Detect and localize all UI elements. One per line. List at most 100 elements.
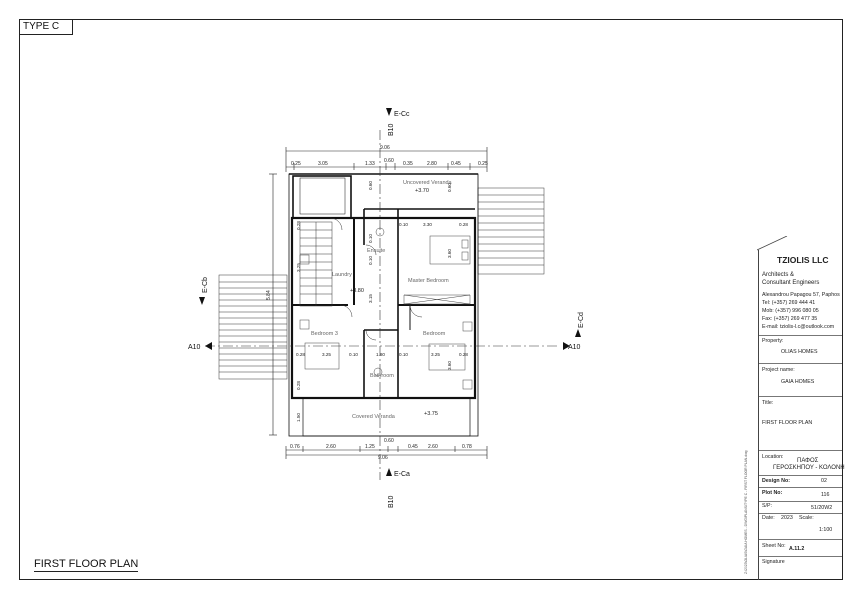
drawing-sheet-border xyxy=(19,19,843,580)
dim-bottom-mid: 0.60 xyxy=(384,438,394,444)
location-label: Location: xyxy=(762,454,784,460)
tb-separator xyxy=(759,475,842,476)
room-labels: Uncovered Veranda Ensuite Laundry Master… xyxy=(311,180,453,420)
dim-bottom-seg-4: 0.45 xyxy=(408,444,418,450)
section-label-e-cb: E-Cb xyxy=(202,277,209,293)
section-label-e-ca: E-Ca xyxy=(394,471,410,478)
section-label-e-cd: E-Cd xyxy=(578,312,585,328)
label-ensuite: Ensuite xyxy=(367,248,385,254)
tb-separator xyxy=(759,335,842,336)
label-covered-veranda: Covered Veranda xyxy=(352,414,396,420)
type-label: TYPE C xyxy=(19,19,73,35)
dim-bottom-seg-2: 2.60 xyxy=(326,444,336,450)
left-dimension-line xyxy=(269,173,277,436)
section-label-b10-top: B10 xyxy=(388,123,395,136)
dim-top-seg-5: 2.80 xyxy=(427,161,437,167)
design-no-label: Design No: xyxy=(762,478,790,484)
project-label: Project name: xyxy=(762,367,795,373)
company-tel: Tel: (+357) 269 444 41 xyxy=(762,300,816,306)
dim-top-mid: 0.60 xyxy=(384,158,394,164)
label-bathroom: Bathroom xyxy=(370,373,394,379)
section-lines xyxy=(205,130,560,480)
section-label-a10-left: A10 xyxy=(188,344,201,351)
location-value-2: ΓΕΡΟΣΚΗΠΟΥ - ΚΟΛΟΝΗ xyxy=(773,465,845,471)
property-value: OLIAS HOMES xyxy=(781,349,818,355)
company-mob: Mob: (+357) 996 080 05 xyxy=(762,308,819,314)
dim-v-2: 3.25 xyxy=(296,263,301,272)
dim-v-7: 0.10 xyxy=(368,256,373,265)
company-subtitle-1: Architects & xyxy=(762,272,795,278)
door-swings xyxy=(329,217,423,341)
dim-v-4: 1.50 xyxy=(296,413,301,422)
company-subtitle-2: Consultant Engineers xyxy=(762,280,820,286)
company-name: TZIOLIS LLC xyxy=(777,255,829,265)
title-label: Title: xyxy=(762,400,774,406)
project-value: GAIA HOMES xyxy=(781,379,815,385)
dim-int-10: 0.28 xyxy=(459,222,468,227)
section-label-b10-bottom: B10 xyxy=(388,495,395,508)
dim-int-9: 3.30 xyxy=(423,222,432,227)
tb-separator xyxy=(759,556,842,557)
dim-int-1: 0.28 xyxy=(296,352,305,357)
dim-int-3: 0.10 xyxy=(349,352,358,357)
dim-v-9: 3.60 xyxy=(447,249,452,258)
plot-no-value: 116 xyxy=(821,492,830,498)
plot-no-label: Plot No: xyxy=(762,490,783,496)
date-label: Date: xyxy=(762,515,775,521)
bottom-dimension-lines xyxy=(285,446,488,459)
scale-label: Scale: xyxy=(799,515,814,521)
dim-int-4: 1.80 xyxy=(376,352,385,357)
section-markers xyxy=(199,108,581,476)
level-mid: +3.80 xyxy=(350,288,364,294)
level-top: +3.70 xyxy=(415,188,429,194)
title-value: FIRST FLOOR PLAN xyxy=(762,420,813,426)
dim-bottom-seg-3: 1.25 xyxy=(365,444,375,450)
tb-separator xyxy=(759,539,842,540)
dim-bottom-total: 9.06 xyxy=(378,455,388,461)
tb-separator xyxy=(759,363,842,364)
dim-int-5: 0.10 xyxy=(399,352,408,357)
label-laundry: Laundry xyxy=(332,272,352,278)
section-label-a10-right: A10 xyxy=(568,344,581,351)
sp-label: S/P: xyxy=(762,503,773,509)
tb-separator xyxy=(759,396,842,397)
level-bottom: +3.75 xyxy=(424,411,438,417)
sp-value: 51/20W2 xyxy=(811,505,833,511)
company-email: E-mail: tziolis-l.c@outlook.com xyxy=(762,324,835,330)
dim-top-total: 9.06 xyxy=(380,145,390,151)
dim-bottom-seg-5: 2.60 xyxy=(428,444,438,450)
signature-label: Signature xyxy=(762,559,785,565)
dim-left-outer: 5.84 xyxy=(266,290,272,300)
dim-top-seg-7: 0.25 xyxy=(478,161,488,167)
dim-top-seg-3: 1.33 xyxy=(365,161,375,167)
dim-int-2: 3.25 xyxy=(322,352,331,357)
dim-v-8: 0.60 xyxy=(368,181,373,190)
dim-v-11: 3.60 xyxy=(447,361,452,370)
company-address: Alexandrou Papagou 57, Paphos xyxy=(762,292,840,298)
sheet-no-value: A.11.2 xyxy=(789,546,805,552)
dim-v-5: 0.10 xyxy=(368,234,373,243)
label-bedroom: Bedroom xyxy=(423,331,446,337)
dim-top-seg-6: 0.45 xyxy=(451,161,461,167)
date-value: 2023 xyxy=(781,515,793,521)
label-uncovered-veranda: Uncovered Veranda xyxy=(403,180,453,186)
dim-top-seg-2: 3.05 xyxy=(318,161,328,167)
left-ramp xyxy=(218,274,288,380)
dim-int-8: 0.10 xyxy=(399,222,408,227)
title-block-side-path: Z:\2023\OLIAS\GAIA HOMES - DWG\PLANS\TYP… xyxy=(744,450,748,574)
section-labels: E-Cc E-Ca B10 B10 A10 A10 E-Cb E-Cd xyxy=(188,111,585,508)
bottom-dimension-texts: 0.60 0.76 2.60 1.25 0.45 2.60 0.78 9.06 xyxy=(290,438,472,461)
tb-separator xyxy=(759,450,842,451)
location-value-1: ΠΑΦΟΣ xyxy=(797,458,819,464)
tb-separator xyxy=(759,487,842,488)
section-label-e-cc: E-Cc xyxy=(394,111,410,118)
dim-bottom-seg-1: 0.76 xyxy=(290,444,300,450)
dim-v-1: 0.28 xyxy=(296,381,301,390)
right-ramp xyxy=(477,187,545,275)
dim-v-3: 0.28 xyxy=(296,221,301,230)
dim-int-6: 3.25 xyxy=(431,352,440,357)
dim-top-seg-4: 0.35 xyxy=(403,161,413,167)
dim-v-10: 0.60 xyxy=(447,183,452,192)
top-dimension-texts: 9.06 0.60 0.25 3.05 1.33 0.35 2.80 0.45 … xyxy=(291,145,488,167)
